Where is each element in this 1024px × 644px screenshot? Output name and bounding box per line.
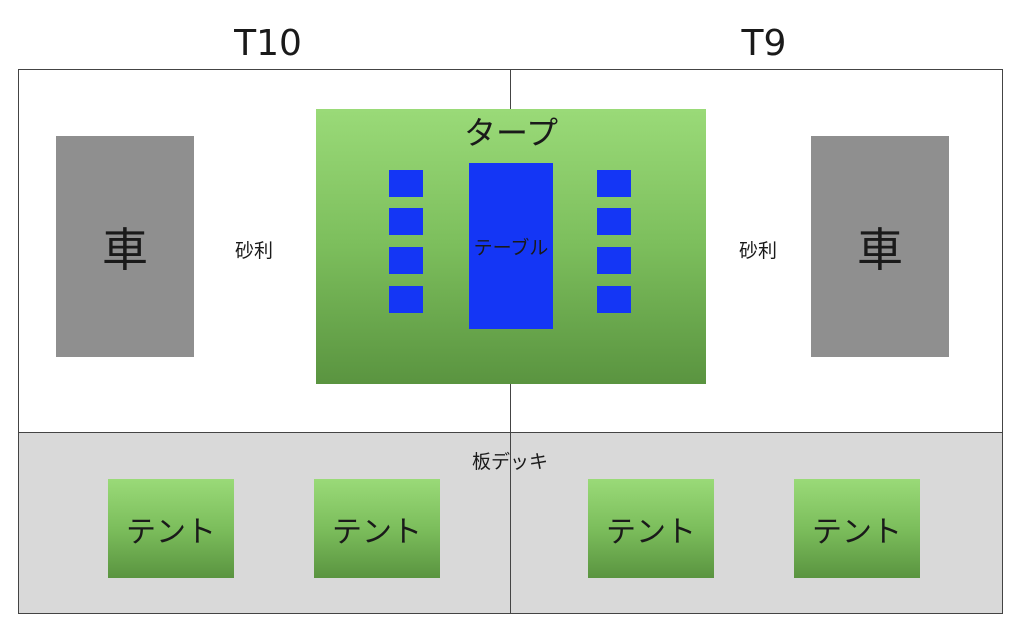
tent-1-label: テント bbox=[126, 514, 216, 550]
car-left-label: 車 bbox=[102, 222, 148, 277]
table-label: テーブル bbox=[473, 237, 549, 259]
tent-1: テント bbox=[108, 479, 234, 578]
site-label-t10: T10 bbox=[234, 23, 302, 64]
car-left: 車 bbox=[56, 136, 194, 357]
tent-3: テント bbox=[588, 479, 714, 578]
chair-left-2 bbox=[389, 208, 423, 235]
tent-2: テント bbox=[314, 479, 440, 578]
chair-right-2 bbox=[597, 208, 631, 235]
chair-left-4 bbox=[389, 286, 423, 313]
tarp-label: タープ bbox=[463, 114, 559, 152]
chair-right-3 bbox=[597, 247, 631, 274]
chair-right-4 bbox=[597, 286, 631, 313]
tent-4: テント bbox=[794, 479, 920, 578]
tent-3-label: テント bbox=[606, 514, 696, 550]
gravel-right-label: 砂利 bbox=[738, 240, 777, 262]
deck-label: 板デッキ bbox=[471, 451, 548, 473]
site-label-t9: T9 bbox=[741, 23, 787, 64]
chair-left-1 bbox=[389, 170, 423, 197]
chair-right-1 bbox=[597, 170, 631, 197]
tent-2-label: テント bbox=[332, 514, 422, 550]
chair-left-3 bbox=[389, 247, 423, 274]
table-block bbox=[469, 163, 553, 329]
tent-4-label: テント bbox=[812, 514, 902, 550]
car-right-label: 車 bbox=[857, 222, 903, 277]
car-right: 車 bbox=[811, 136, 949, 357]
gravel-left-label: 砂利 bbox=[234, 240, 273, 262]
